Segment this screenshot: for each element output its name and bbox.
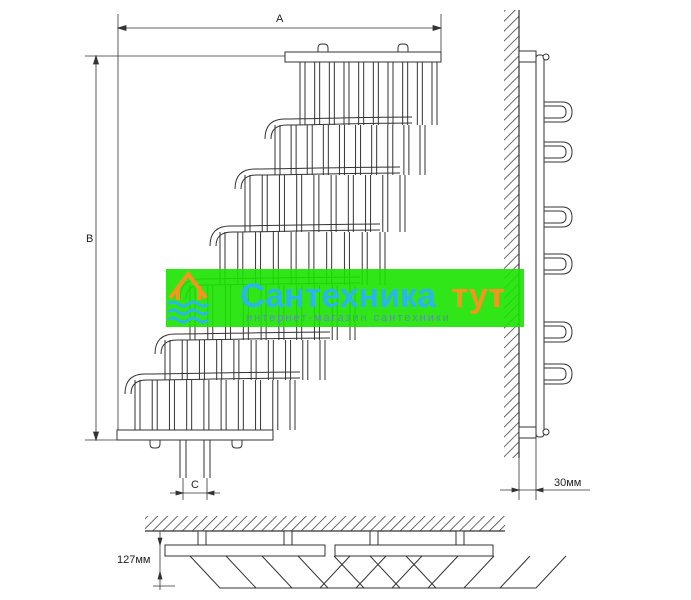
dimension-a-label: A [276, 13, 284, 25]
front-view [116, 43, 442, 478]
watermark-banner: Сантехника тут интернет-магазин сантехни… [166, 269, 524, 327]
bottom-view [145, 516, 567, 589]
brand-name-part2: тут [451, 277, 504, 315]
bottom-mounting-plate [116, 429, 274, 441]
dimension-depth-label: 127мм [117, 554, 150, 566]
wall-hatch [504, 10, 519, 458]
side-view [504, 10, 573, 458]
house-logo-icon [167, 270, 209, 324]
brand-tagline: интернет-магазин сантехники [246, 312, 451, 324]
dimension-c-label: C [191, 479, 199, 491]
svg-text:Сантехника тут: Сантехника тут [240, 277, 505, 315]
side-collector [535, 54, 545, 438]
ceiling-hatch [145, 516, 505, 531]
top-mounting-plate [284, 51, 442, 63]
dimension-lines [85, 14, 590, 590]
watermark-background [166, 269, 524, 327]
brand-name-part1: Сантехника [240, 277, 437, 315]
dimension-wall-offset-label: 30мм [554, 477, 581, 489]
dimension-b-label: B [86, 233, 93, 245]
